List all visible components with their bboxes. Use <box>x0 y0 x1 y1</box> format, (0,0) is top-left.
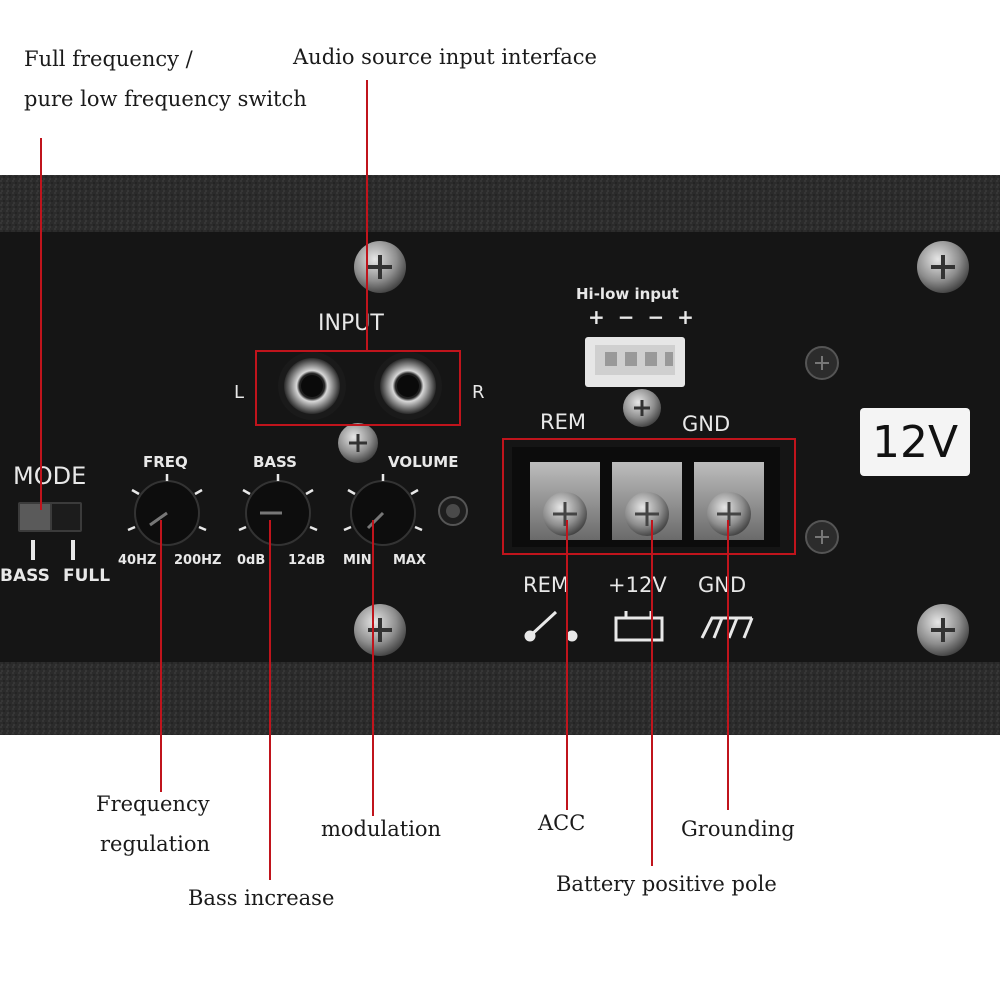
freq-knob[interactable] <box>127 474 207 546</box>
screw-icon <box>338 423 378 463</box>
plus-12v-label: +12V <box>608 573 667 597</box>
annotation-switch-line2: pure low frequency switch <box>24 87 307 111</box>
terminal-rem-label: REM <box>540 410 586 434</box>
mode-label: MODE <box>13 462 87 490</box>
right-channel-label: R <box>472 382 485 403</box>
hi-low-input-connector[interactable] <box>585 337 685 387</box>
input-label: INPUT <box>318 311 384 336</box>
leader-line-acc <box>566 520 568 810</box>
leader-line-bass <box>269 520 271 880</box>
annotation-acc: ACC <box>538 811 586 835</box>
volume-max-label: MAX <box>393 553 427 568</box>
left-channel-label: L <box>234 382 245 403</box>
annotation-bass-increase: Bass increase <box>188 886 335 910</box>
mode-switch[interactable] <box>18 502 82 560</box>
leader-line-ground <box>727 520 729 810</box>
bass-knob[interactable] <box>238 474 318 546</box>
freq-max-label: 200HZ <box>174 553 222 568</box>
screw-icon <box>623 389 661 427</box>
rca-right-jack[interactable] <box>374 352 442 420</box>
voltage-badge: 12V <box>860 408 970 476</box>
annotation-switch-line1: Full frequency / <box>24 47 193 71</box>
volume-label: VOLUME <box>388 453 459 471</box>
annotation-audio-input: Audio source input interface <box>293 45 597 69</box>
volume-min-label: MIN <box>343 553 372 568</box>
power-terminal-block[interactable] <box>512 447 780 547</box>
leader-line-switch <box>40 138 42 510</box>
terminal-highlight-box <box>502 438 796 555</box>
leader-line-input <box>366 80 368 352</box>
leader-line-battery <box>651 520 653 866</box>
power-led-icon <box>438 496 468 526</box>
screw-icon <box>917 604 969 656</box>
annotation-modulation: modulation <box>321 817 442 841</box>
screw-icon <box>917 241 969 293</box>
rca-left-jack[interactable] <box>278 352 346 420</box>
input-highlight-box <box>255 350 461 426</box>
screw-icon <box>805 346 839 380</box>
annotation-frequency-line2: regulation <box>100 832 210 856</box>
screw-icon <box>354 604 406 656</box>
hi-low-polarity-label: + − − + <box>588 305 697 329</box>
ground-icon <box>700 616 754 639</box>
leader-line-volume <box>372 520 374 816</box>
mode-bass-label: BASS <box>0 566 50 586</box>
screw-icon <box>805 520 839 554</box>
mode-full-label: FULL <box>63 566 111 586</box>
hi-low-input-label: Hi-low input <box>576 285 679 303</box>
rem-symbol-label: REM <box>523 573 569 597</box>
annotation-battery: Battery positive pole <box>556 872 777 896</box>
gnd-symbol-label: GND <box>698 573 747 597</box>
bass-label: BASS <box>253 453 297 471</box>
leader-line-frequency <box>160 520 162 792</box>
volume-knob[interactable] <box>343 474 423 546</box>
screw-icon <box>354 241 406 293</box>
rem-switch-icon <box>524 610 578 642</box>
bass-max-label: 12dB <box>288 553 326 568</box>
freq-min-label: 40HZ <box>118 553 157 568</box>
bass-min-label: 0dB <box>237 553 266 568</box>
annotation-frequency-line1: Frequency <box>96 792 210 816</box>
terminal-gnd-label: GND <box>682 412 731 436</box>
face-plate <box>0 232 1000 662</box>
annotation-grounding: Grounding <box>681 817 795 841</box>
freq-label: FREQ <box>143 453 188 471</box>
